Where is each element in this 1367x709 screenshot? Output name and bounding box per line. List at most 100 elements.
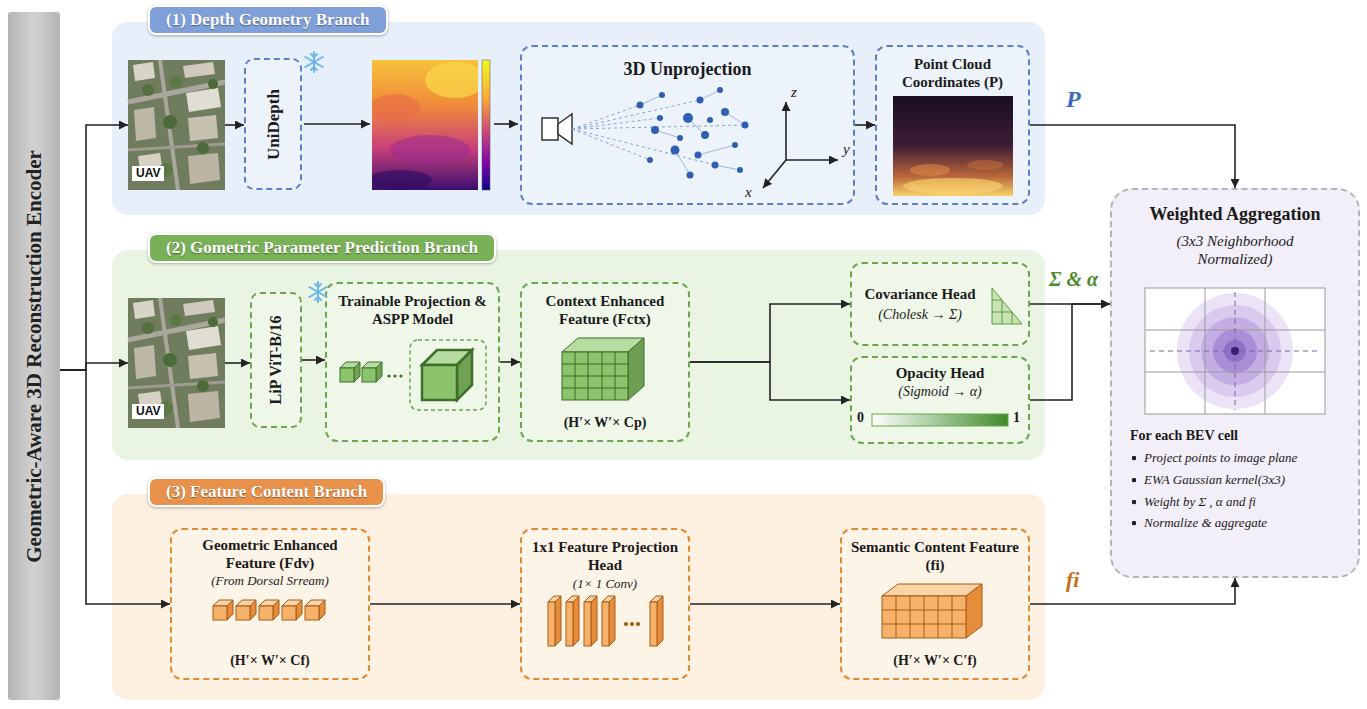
flow-arrow xyxy=(494,123,518,125)
conv-kernels xyxy=(584,596,597,646)
node-text: Opacity Head xyxy=(858,364,1022,382)
point-cloud-render xyxy=(893,96,1013,196)
scale-label: 0 xyxy=(857,410,864,425)
head-box: Opacity Head(Sigmoid → α) xyxy=(850,356,1030,444)
flow-arrow xyxy=(304,123,370,125)
conv-kernels xyxy=(602,596,615,646)
node-text: Trainable Projection & ASPP Model xyxy=(337,292,488,328)
gaussian-kernel-grid xyxy=(1265,288,1266,414)
context-tensor xyxy=(562,352,628,400)
feature-cubes xyxy=(213,600,233,620)
image-tag: UAV xyxy=(132,404,164,419)
point-cloud-dots xyxy=(701,131,709,139)
point-cloud-dots xyxy=(647,157,653,163)
point-cloud-dots xyxy=(637,87,749,179)
conv-kernels xyxy=(548,596,561,646)
point-cloud-dots xyxy=(657,115,663,121)
point-link xyxy=(640,90,745,175)
conv-kernels xyxy=(602,602,609,646)
camera-ray xyxy=(572,100,745,165)
depth-map xyxy=(372,170,432,190)
label-holder: y xyxy=(843,141,850,158)
covariance-icon xyxy=(992,300,1002,301)
snowflake-icon xyxy=(305,52,326,302)
edge-label: Σ & α xyxy=(1047,268,1100,290)
camera-ray xyxy=(572,105,640,129)
point-cloud-dots xyxy=(671,146,680,155)
feature-cubes xyxy=(387,374,390,377)
conv-kernels xyxy=(566,602,573,646)
label-holder: x xyxy=(745,184,752,201)
connector xyxy=(690,362,850,400)
context-tensor xyxy=(562,364,628,365)
gaussian-kernel-grid xyxy=(1145,288,1325,414)
opacity-bar xyxy=(872,414,1008,426)
frozen-model-box: LiP ViT-B/16 xyxy=(250,292,302,428)
semantic-tensor xyxy=(882,610,966,611)
conv-kernels xyxy=(548,596,663,646)
conv-kernels xyxy=(657,596,663,646)
semantic-tensor xyxy=(966,584,982,638)
point-cloud-dots xyxy=(737,167,743,173)
uav-photo xyxy=(128,298,225,428)
camera xyxy=(558,114,572,144)
connector xyxy=(1030,304,1110,400)
image-tag: UAV xyxy=(132,166,164,181)
bullet-item: Project points to image plane xyxy=(1130,450,1358,466)
feature-cubes xyxy=(393,374,396,377)
axis-label: y xyxy=(843,141,850,158)
depth-map xyxy=(372,60,478,190)
node-text: (From Dorsal Srream) xyxy=(180,573,360,589)
label-holder: P xyxy=(1064,86,1083,112)
connector xyxy=(60,125,128,370)
vertical-name: Geometric-Aware 3D Reconstruction Encode… xyxy=(24,150,45,563)
conv-kernels xyxy=(624,622,627,625)
feature-cubes xyxy=(259,600,279,620)
edge-label: fi xyxy=(1064,568,1081,592)
depth-map xyxy=(368,60,490,190)
connector xyxy=(855,124,875,126)
semantic-tensor xyxy=(910,596,911,638)
gaussian-kernel-grid xyxy=(1231,347,1239,355)
feature-cubes xyxy=(340,340,486,410)
feature-cubes xyxy=(305,600,325,620)
node-text: Covariance Head xyxy=(858,285,982,303)
conv-kernels xyxy=(548,602,555,646)
depth-map xyxy=(482,60,490,190)
point-link xyxy=(640,95,662,105)
node-text: Geometric Enhanced Feature (Fdv) xyxy=(180,536,360,572)
depth-map xyxy=(372,94,420,122)
node-text: (1× 1 Conv) xyxy=(530,576,680,592)
feature-cubes xyxy=(236,600,256,620)
node-text: (H′× W′× Cf) xyxy=(180,653,360,670)
point-link xyxy=(715,165,740,170)
semantic-tensor xyxy=(882,624,966,625)
node-text: (H′× W′× Cp) xyxy=(530,415,680,432)
point-cloud-dots xyxy=(742,122,749,129)
point-cloud-dots xyxy=(677,135,683,141)
gaussian-kernel-grid xyxy=(1145,372,1325,373)
feature-cubes xyxy=(362,362,382,382)
label-holder: Σ & α xyxy=(1047,268,1100,290)
connector xyxy=(500,361,520,363)
connector xyxy=(60,370,170,604)
semantic-tensor xyxy=(882,584,982,596)
covariance-icon xyxy=(1002,300,1003,324)
label-holder: fi xyxy=(1064,568,1081,592)
point-cloud-dots xyxy=(707,117,713,123)
label-holder: 0 xyxy=(857,410,864,425)
covariance-icon xyxy=(992,288,1022,324)
node-text: Semantic Content Feature (fi) xyxy=(850,538,1020,574)
frozen-model-box: UniDepth xyxy=(244,58,302,190)
point-cloud-dots xyxy=(717,87,723,93)
conv-kernels xyxy=(650,602,657,646)
opacity-bar xyxy=(872,414,1008,426)
feature-cubes xyxy=(399,374,402,377)
point-cloud-dots xyxy=(721,108,729,116)
node-text: Point Cloud Coordinates (P) xyxy=(885,55,1020,91)
feature-cubes xyxy=(282,600,302,620)
context-tensor xyxy=(562,376,628,377)
semantic-tensor xyxy=(896,596,897,638)
conv-kernels xyxy=(584,602,591,646)
